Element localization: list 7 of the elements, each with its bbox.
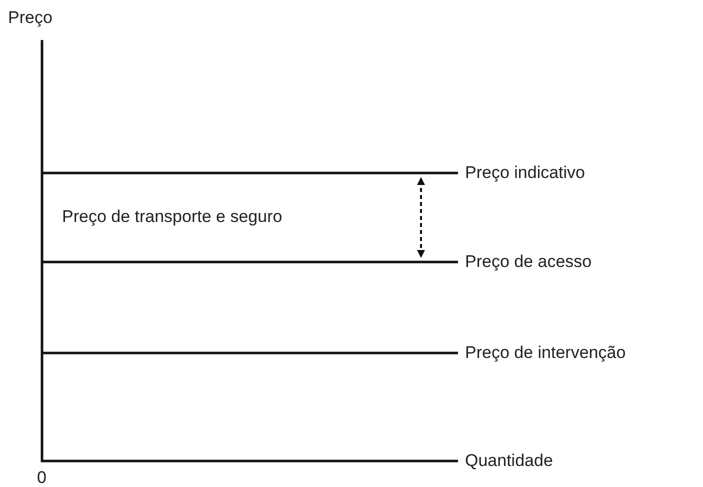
level-label: Preço indicativo	[465, 163, 586, 183]
level-label: Preço de intervenção	[465, 343, 626, 363]
origin-label: 0	[37, 468, 46, 487]
axis-label: Quantidade	[465, 451, 553, 471]
region-label: Preço de transporte e seguro	[62, 207, 282, 227]
level-label: Preço de acesso	[465, 252, 592, 272]
axis-label: Preço	[8, 8, 52, 28]
